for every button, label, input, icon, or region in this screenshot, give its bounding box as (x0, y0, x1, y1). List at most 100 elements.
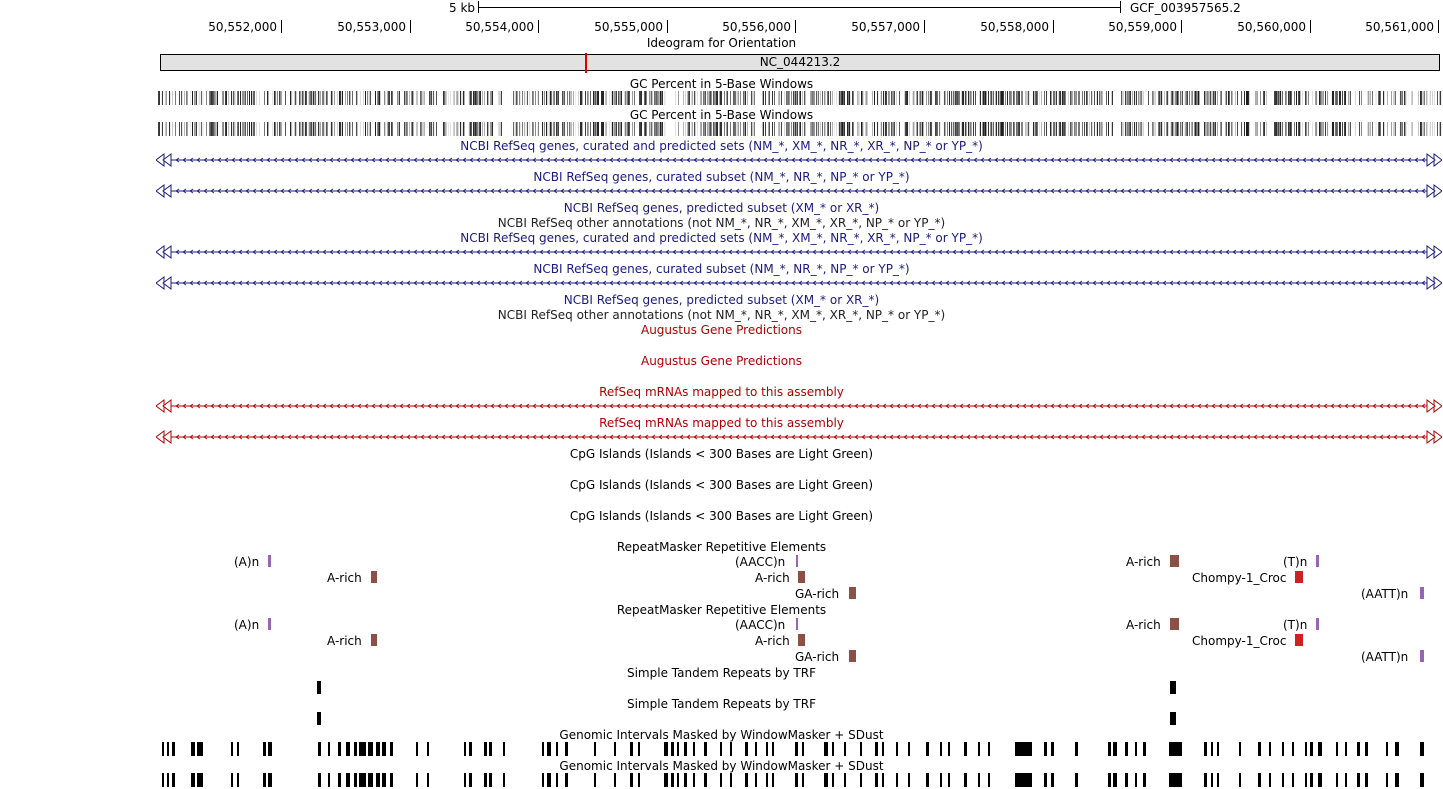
gc-percent-track-1[interactable] (158, 91, 1442, 105)
gc-window (595, 91, 596, 105)
gc-window (225, 122, 226, 136)
gc-window (543, 91, 544, 105)
gc-window (571, 91, 572, 105)
gc-window (917, 122, 918, 136)
masked-interval (1282, 742, 1284, 756)
strand-chevron (959, 188, 964, 194)
repeat-feature-chompy-2[interactable] (1295, 634, 1303, 646)
track-title-gc-1[interactable]: GC Percent in 5-Base Windows (629, 77, 814, 91)
repeat-feature-tn-2[interactable] (1316, 618, 1319, 630)
gc-window (1053, 91, 1054, 105)
gc-window (1257, 122, 1258, 136)
strand-chevron (784, 403, 789, 409)
track-title-mrna-1[interactable]: RefSeq mRNAs mapped to this assembly (599, 385, 844, 399)
track-title-refseq-all-1[interactable]: NCBI RefSeq genes, curated and predicted… (460, 139, 983, 153)
strand-chevron (1029, 403, 1034, 409)
gc-window (432, 122, 433, 136)
repeat-feature-garich[interactable] (849, 587, 856, 599)
strand-chevron (609, 249, 614, 255)
repeat-feature-arich-mid[interactable] (798, 571, 805, 583)
track-title-cpg-2[interactable]: CpG Islands (Islands < 300 Bases are Lig… (569, 478, 874, 492)
refseq-all-gene-2[interactable] (156, 245, 1442, 259)
chromosome-ideogram[interactable]: NC_044213.2 (160, 54, 1440, 71)
trf-feature-right-1[interactable] (1170, 681, 1176, 694)
gc-window (195, 122, 196, 136)
refseq-all-gene-1[interactable] (156, 153, 1442, 167)
gc-percent-track-2[interactable] (158, 122, 1442, 136)
gc-window (688, 122, 689, 136)
strand-chevron (322, 157, 327, 163)
refseq-mrna-alignment-2[interactable] (156, 430, 1442, 444)
repeat-feature-aaccn[interactable] (796, 555, 798, 567)
repeat-feature-aattn[interactable] (1420, 587, 1424, 599)
track-title-augustus-2[interactable]: Augustus Gene Predictions (640, 354, 802, 368)
strand-chevron (609, 188, 614, 194)
track-title-trf-1[interactable]: Simple Tandem Repeats by TRF (626, 666, 816, 680)
gc-window (1089, 122, 1090, 136)
repeat-feature-an-2[interactable] (268, 618, 271, 630)
windowmasker-track-1[interactable] (158, 742, 1442, 756)
track-title-refseq-predicted-1[interactable]: NCBI RefSeq genes, predicted subset (XM_… (563, 201, 880, 215)
masked-interval (268, 773, 272, 787)
gc-window (1021, 122, 1022, 136)
repeat-feature-aattn-2[interactable] (1420, 650, 1424, 662)
gc-window (461, 91, 462, 105)
refseq-mrna-alignment-1[interactable] (156, 399, 1442, 413)
track-title-cpg-3[interactable]: CpG Islands (Islands < 300 Bases are Lig… (569, 509, 874, 523)
track-title-refseq-predicted-2[interactable]: NCBI RefSeq genes, predicted subset (XM_… (563, 293, 880, 307)
repeat-feature-arich-left-2[interactable] (371, 634, 377, 646)
strand-chevron (560, 280, 565, 286)
repeat-feature-aaccn-2[interactable] (796, 618, 798, 630)
masked-interval (376, 742, 380, 756)
strand-chevron (721, 157, 726, 163)
track-title-refseq-other-1[interactable]: NCBI RefSeq other annotations (not NM_*,… (497, 216, 946, 230)
gc-window (164, 91, 165, 105)
gc-window (474, 122, 475, 136)
track-title-rmsk-1[interactable]: RepeatMasker Repetitive Elements (616, 540, 827, 554)
strand-chevron (1218, 403, 1223, 409)
track-title-wm-2[interactable]: Genomic Intervals Masked by WindowMasker… (559, 759, 884, 773)
gc-window (983, 122, 984, 136)
gc-window (1420, 122, 1421, 136)
trf-feature-right-2[interactable] (1170, 712, 1176, 725)
trf-feature-left-2[interactable] (317, 712, 321, 725)
track-title-refseq-curated-1[interactable]: NCBI RefSeq genes, curated subset (NM_*,… (533, 170, 910, 184)
refseq-curated-gene-1[interactable] (156, 184, 1442, 198)
strand-chevron (434, 403, 439, 409)
strand-chevron (693, 403, 698, 409)
track-title-cpg-1[interactable]: CpG Islands (Islands < 300 Bases are Lig… (569, 447, 874, 461)
gc-window (690, 91, 691, 105)
track-title-trf-2[interactable]: Simple Tandem Repeats by TRF (626, 697, 816, 711)
repeat-feature-arich-mid-2[interactable] (798, 634, 805, 646)
gc-window (713, 122, 714, 136)
repeat-feature-arich-right[interactable] (1170, 555, 1179, 567)
repeat-feature-garich-2[interactable] (849, 650, 856, 662)
gc-window (694, 122, 695, 136)
track-title-gc-2[interactable]: GC Percent in 5-Base Windows (629, 108, 814, 122)
track-title-wm-1[interactable]: Genomic Intervals Masked by WindowMasker… (559, 728, 884, 742)
trf-feature-left-1[interactable] (317, 681, 321, 694)
strand-chevron (868, 188, 873, 194)
track-title-refseq-other-2[interactable]: NCBI RefSeq other annotations (not NM_*,… (497, 308, 946, 322)
repeat-feature-arich-left[interactable] (371, 571, 377, 583)
refseq-curated-gene-2[interactable] (156, 276, 1442, 290)
strand-chevron (1148, 403, 1153, 409)
repeat-feature-an[interactable] (268, 555, 271, 567)
track-title-augustus-1[interactable]: Augustus Gene Predictions (640, 323, 802, 337)
gc-window (1166, 122, 1167, 136)
strand-chevron (756, 249, 761, 255)
track-title-refseq-curated-2[interactable]: NCBI RefSeq genes, curated subset (NM_*,… (533, 262, 910, 276)
track-title-rmsk-2[interactable]: RepeatMasker Repetitive Elements (616, 603, 827, 617)
masked-interval (427, 773, 429, 787)
repeat-feature-chompy[interactable] (1295, 571, 1303, 583)
repeat-feature-arich-right-2[interactable] (1170, 618, 1179, 630)
gc-window (1308, 122, 1309, 136)
track-title-refseq-all-2[interactable]: NCBI RefSeq genes, curated and predicted… (460, 231, 983, 245)
gc-window (468, 91, 469, 105)
strand-chevron (917, 434, 922, 440)
gc-window (422, 122, 423, 136)
track-title-mrna-2[interactable]: RefSeq mRNAs mapped to this assembly (599, 416, 844, 430)
repeat-feature-tn[interactable] (1316, 555, 1319, 567)
masked-interval (1075, 742, 1078, 756)
windowmasker-track-2[interactable] (158, 773, 1442, 787)
